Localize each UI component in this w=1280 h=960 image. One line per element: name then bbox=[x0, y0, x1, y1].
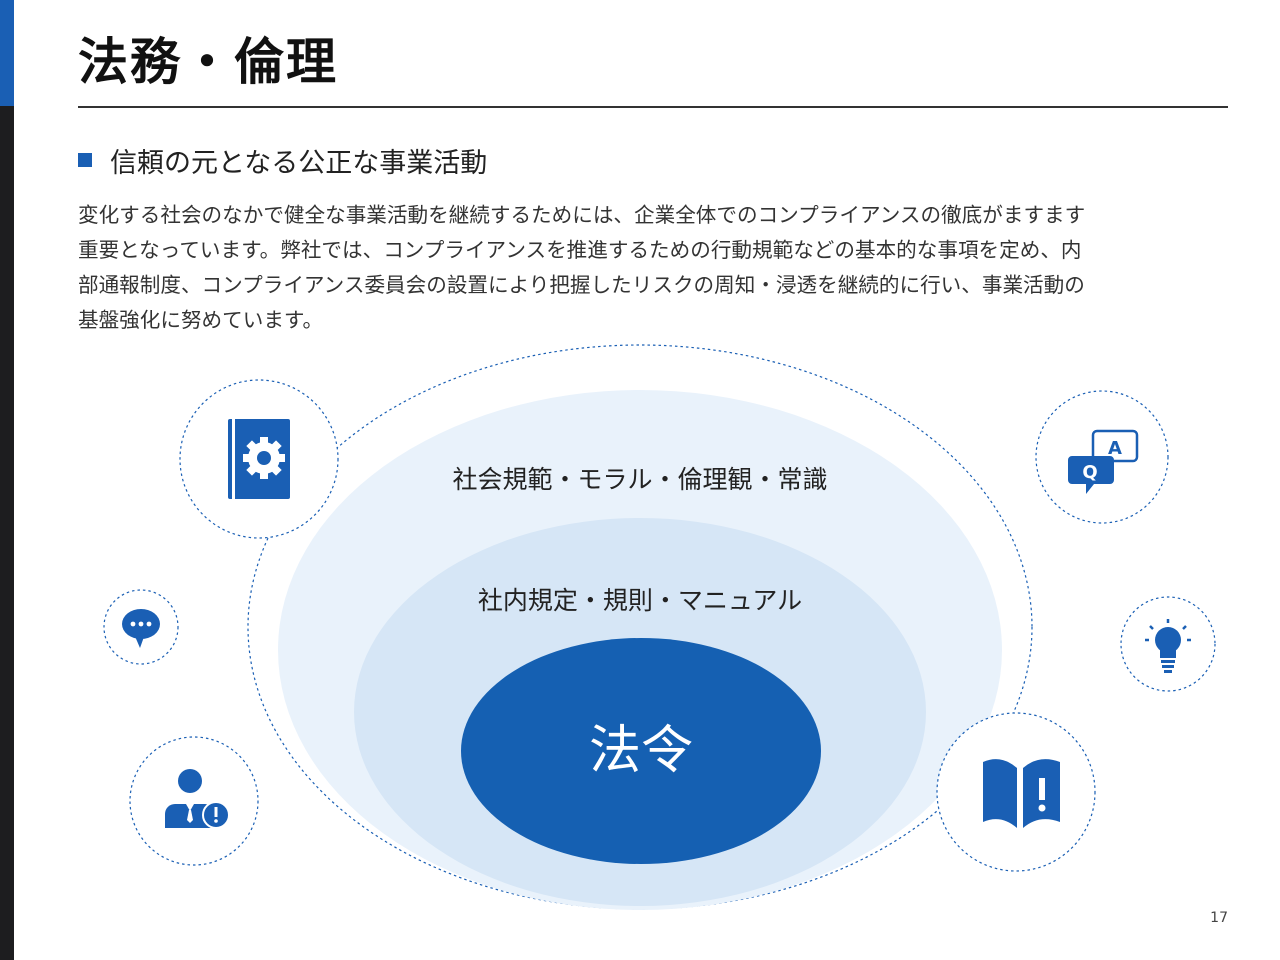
page-title: 法務・倫理 bbox=[78, 32, 338, 91]
core-ellipse bbox=[461, 638, 821, 864]
qa-speech-icon: A Q bbox=[1035, 390, 1169, 524]
body-line: 基盤強化に努めています。 bbox=[78, 308, 324, 332]
gear-book-icon bbox=[179, 379, 339, 539]
outer-boundary bbox=[247, 344, 1033, 910]
body-line: 部通報制度、コンプライアンス委員会の設置により把握したリスクの周知・浸透を継続的… bbox=[78, 273, 1085, 297]
chat-bubble-icon bbox=[103, 589, 179, 665]
body-line: 変化する社会のなかで健全な事業活動を継続するためには、企業全体でのコンプライアン… bbox=[78, 203, 1086, 227]
body-paragraph: 変化する社会のなかで健全な事業活動を継続するためには、企業全体でのコンプライアン… bbox=[78, 198, 1228, 338]
outer-label: 社会規範・モラル・倫理観・常識 bbox=[452, 465, 827, 494]
section-bullet-icon bbox=[78, 153, 92, 167]
qa-q-letter: Q bbox=[1082, 462, 1097, 483]
section-title: 信頼の元となる公正な事業活動 bbox=[110, 147, 488, 179]
open-book-alert-icon bbox=[936, 712, 1096, 872]
lightbulb-icon bbox=[1120, 596, 1216, 692]
side-bar-accent bbox=[0, 0, 14, 106]
section-heading: 信頼の元となる公正な事業活動 bbox=[78, 140, 487, 180]
title-rule bbox=[78, 106, 1228, 108]
person-alert-icon bbox=[129, 736, 259, 866]
body-line: 重要となっています。弊社では、コンプライアンスを推進するための行動規範などの基本… bbox=[78, 238, 1082, 262]
qa-a-letter: A bbox=[1108, 438, 1122, 459]
page-number: 17 bbox=[1210, 910, 1228, 926]
core-label: 法令 bbox=[589, 721, 693, 781]
middle-label: 社内規定・規則・マニュアル bbox=[478, 586, 802, 615]
side-bar bbox=[0, 0, 14, 960]
